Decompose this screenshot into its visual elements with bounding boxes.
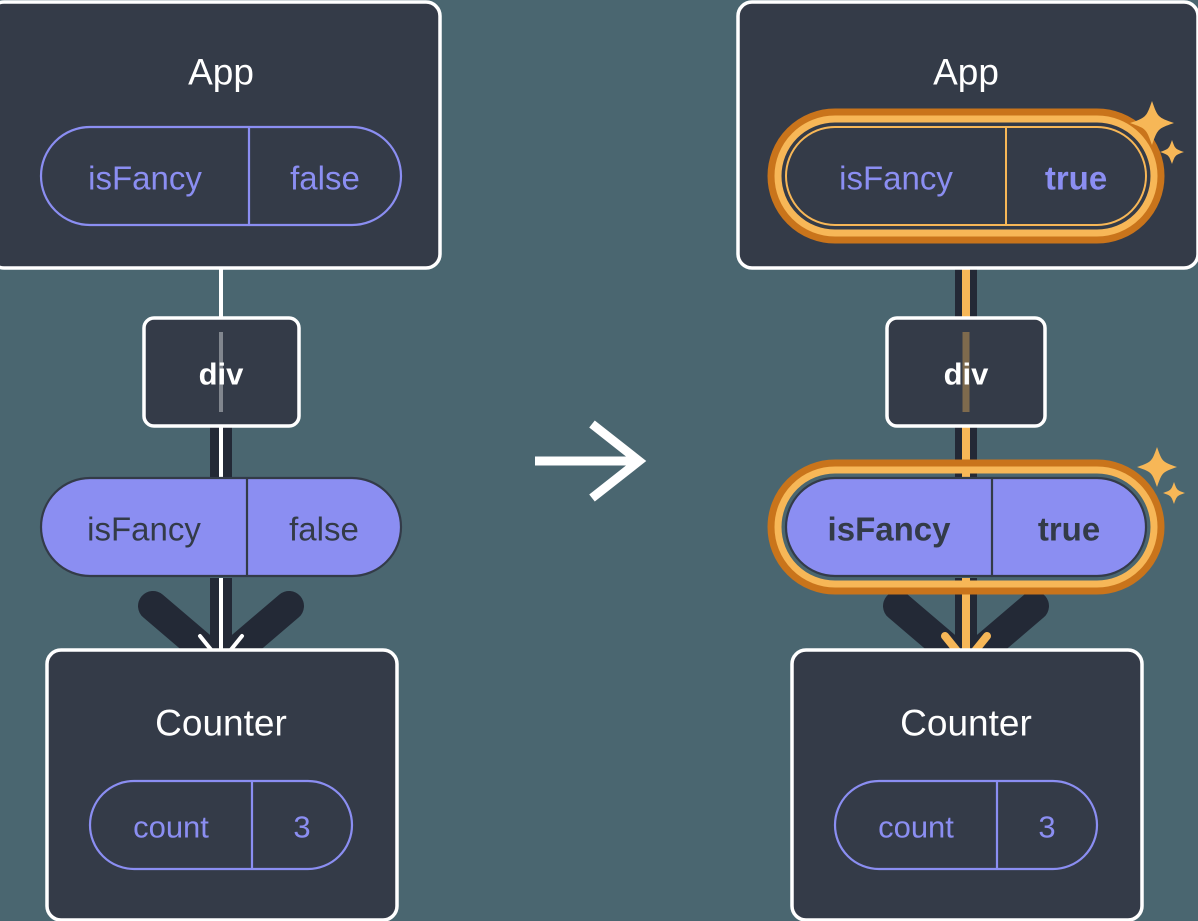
- prop-pill-value: false: [289, 511, 359, 548]
- app-pill-highlight-inner: [774, 115, 1158, 237]
- counter-title-after: Counter: [900, 703, 1032, 744]
- prop-pill-highlight-outer: [767, 459, 1165, 595]
- counter-pill-key: count: [133, 810, 209, 845]
- sparkle-large-icon-pill: [1137, 447, 1177, 487]
- prop-state-pill-before[interactable]: isFancy false: [39, 476, 403, 578]
- app-pill-value: false: [290, 160, 360, 197]
- app-pill-key: isFancy: [839, 160, 953, 197]
- app-pill-highlight-outer: [767, 108, 1165, 244]
- prop-state-pill-after[interactable]: isFancy true: [767, 459, 1165, 595]
- app-pill-value: true: [1045, 160, 1107, 197]
- counter-title-before: Counter: [155, 703, 287, 744]
- counter-state-pill-after[interactable]: count 3: [833, 779, 1099, 871]
- prop-pill-value: true: [1038, 511, 1100, 548]
- sparkle-small-icon-app: [1160, 140, 1184, 164]
- arrow-right-icon-head: [589, 420, 647, 502]
- div-box-after: [885, 316, 1047, 428]
- prop-pill-shape: [784, 476, 1148, 578]
- sparkle-small-icon-pill: [1163, 482, 1185, 504]
- app-box-before: [0, 0, 442, 270]
- app-state-pill-after[interactable]: isFancy true: [767, 108, 1165, 244]
- app-state-pill-before[interactable]: isFancy false: [39, 125, 403, 227]
- counter-pill-key: count: [878, 810, 954, 845]
- counter-pill-shape: [833, 779, 1099, 871]
- prop-pill-highlight-inner: [774, 466, 1158, 588]
- prop-pill-shape: [39, 476, 403, 578]
- counter-pill-value: 3: [293, 810, 310, 845]
- div-box-before: [142, 316, 301, 428]
- prop-pill-key: isFancy: [87, 511, 201, 548]
- transition-arrow: [535, 420, 647, 502]
- app-pill-shape: [785, 126, 1147, 226]
- div-title-before: div: [199, 357, 245, 392]
- prop-pill-key: isFancy: [828, 511, 952, 548]
- app-pill-shape: [39, 125, 403, 227]
- counter-pill-value: 3: [1038, 810, 1055, 845]
- app-title-after: App: [933, 52, 999, 93]
- counter-box-before: [45, 648, 399, 921]
- app-pill-key: isFancy: [88, 160, 202, 197]
- app-title-before: App: [188, 52, 254, 93]
- counter-pill-shape: [88, 779, 354, 871]
- div-title-after: div: [944, 357, 990, 392]
- sparkle-large-icon-app: [1130, 101, 1174, 145]
- counter-box-after: [790, 648, 1144, 921]
- counter-state-pill-before[interactable]: count 3: [88, 779, 354, 871]
